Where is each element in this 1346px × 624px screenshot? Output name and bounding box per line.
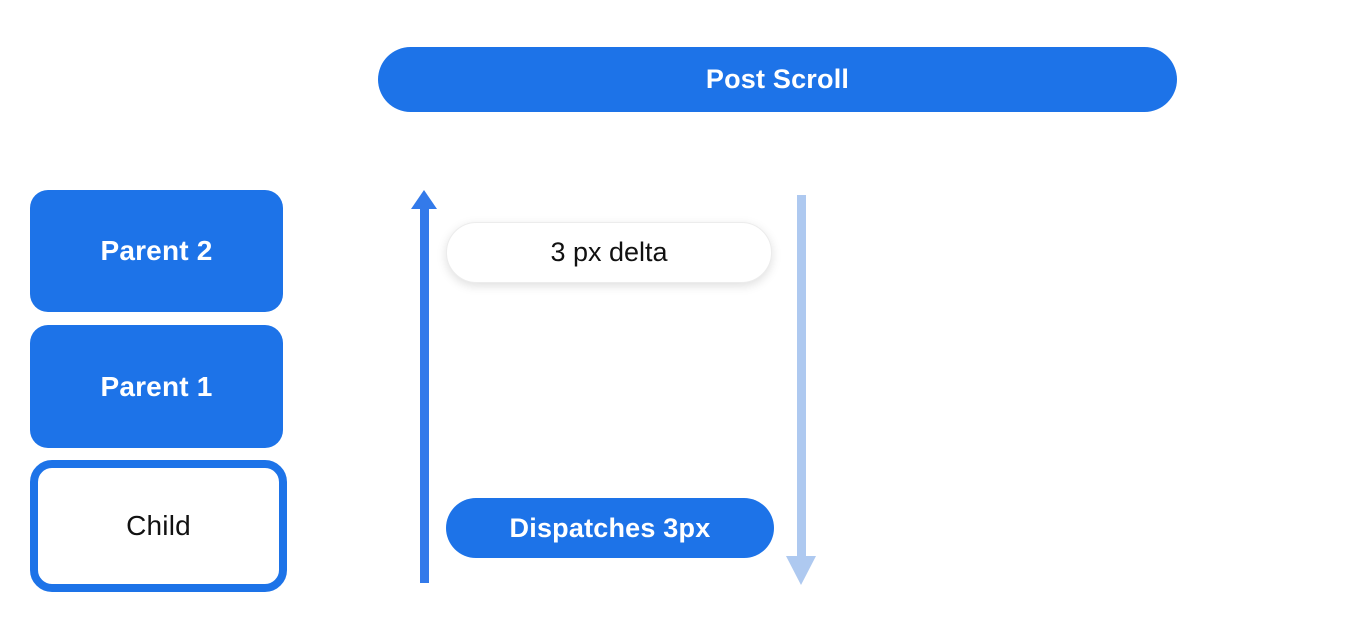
child-node: Child bbox=[30, 460, 287, 592]
up-arrow-icon bbox=[411, 190, 437, 209]
delta-pill: 3 px delta bbox=[446, 222, 772, 283]
delta-label: 3 px delta bbox=[550, 237, 668, 267]
child-label: Child bbox=[126, 510, 191, 541]
parent2-node: Parent 2 bbox=[30, 190, 283, 312]
down-arrow-icon bbox=[786, 556, 816, 585]
parent1-label: Parent 1 bbox=[100, 370, 213, 402]
dispatch-label: Dispatches 3px bbox=[509, 512, 711, 543]
up-arrow-stem bbox=[420, 206, 429, 583]
post-scroll-label: Post Scroll bbox=[705, 64, 850, 94]
parent2-label: Parent 2 bbox=[100, 235, 213, 266]
down-arrow-stem bbox=[797, 195, 806, 557]
dispatch-pill: Dispatches 3px bbox=[446, 498, 774, 558]
parent1-node: Parent 1 bbox=[30, 325, 283, 448]
post-scroll-pill: Post Scroll bbox=[378, 47, 1177, 112]
